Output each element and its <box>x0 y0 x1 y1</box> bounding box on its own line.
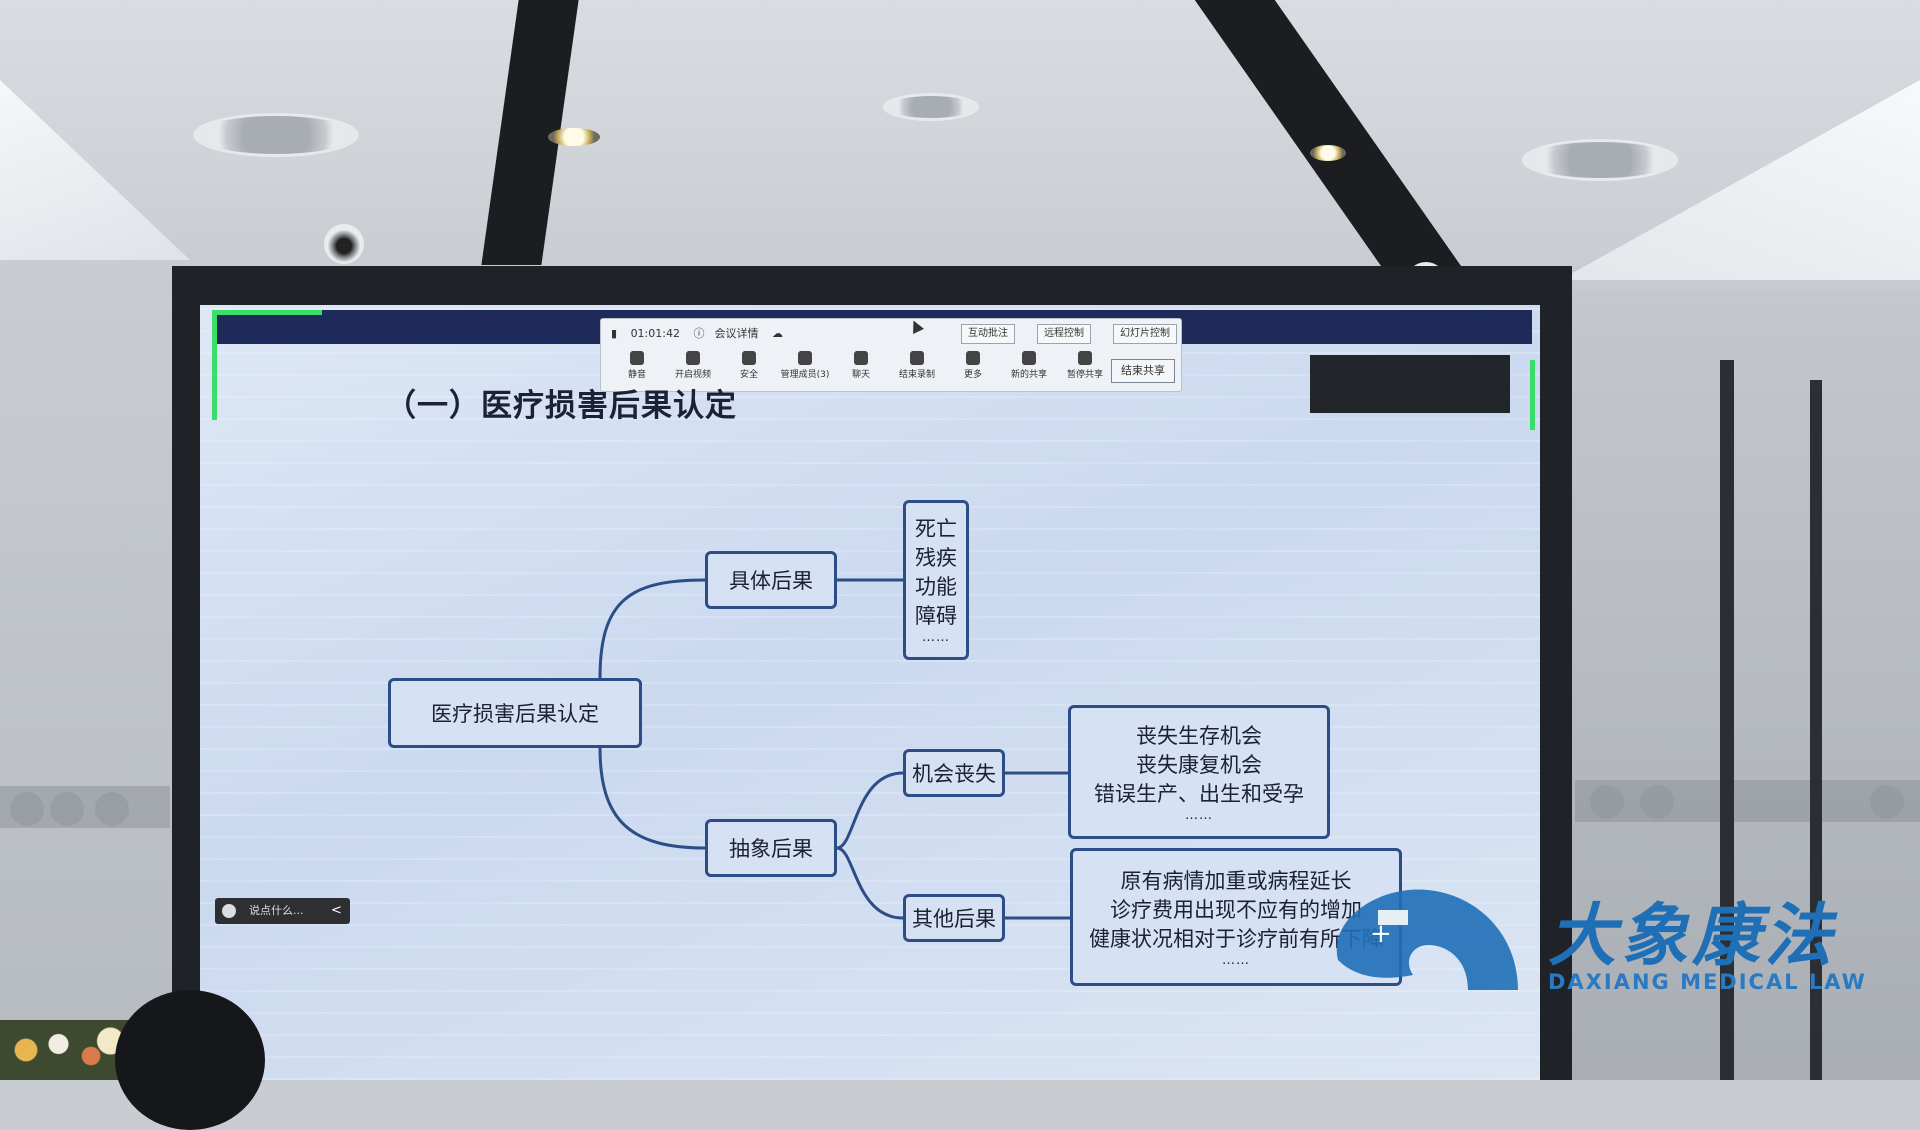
chat-button[interactable]: 聊天 <box>833 351 889 380</box>
abstract-consequence-node: 抽象后果 <box>705 819 837 877</box>
other-consequence-item: 健康状况相对于诊疗前有所下降 <box>1089 926 1383 951</box>
manage-members-button[interactable]: 管理成员(3) <box>777 351 833 380</box>
concrete-item: 残疾 <box>915 546 957 570</box>
door-frame <box>1720 360 1734 1080</box>
share-screen-icon <box>1022 351 1036 365</box>
slide-title: （一）医疗损害后果认定 <box>385 388 737 424</box>
camera-off-icon <box>686 351 700 365</box>
wall-emblem <box>95 792 129 826</box>
concrete-items-box: 死亡 残疾 功能 障碍 …… <box>903 500 969 660</box>
wall-emblem <box>10 792 44 826</box>
share-border-right <box>1530 360 1535 430</box>
wall-emblem <box>50 792 84 826</box>
mute-button[interactable]: 静音 <box>609 351 665 380</box>
watermark-chinese: 大象康法 <box>1548 897 1837 976</box>
record-icon <box>910 351 924 365</box>
wall-left <box>0 290 180 1080</box>
cloud-icon: ☁ <box>771 327 783 340</box>
downlight-left <box>548 128 600 146</box>
flower-arrangement <box>0 1020 130 1080</box>
wall-emblem <box>1640 785 1674 819</box>
remote-control-button[interactable]: 远程控制 <box>1037 324 1091 344</box>
elephant-logo-icon: + <box>1336 889 1518 990</box>
other-consequence-item: 诊疗费用出现不应有的增加 <box>1110 897 1362 922</box>
ceiling-speaker-center <box>886 96 976 118</box>
svg-text:+: + <box>1370 919 1392 949</box>
opportunity-loss-more: …… <box>1185 807 1213 823</box>
mindmap-root-node: 医疗损害后果认定 <box>388 678 642 748</box>
chat-icon <box>854 351 868 365</box>
signal-icon: ▮ <box>611 327 618 340</box>
audience-head <box>115 990 265 1130</box>
meeting-details-link[interactable]: 会议详情 <box>714 327 759 340</box>
pause-share-button[interactable]: 暂停共享 <box>1057 351 1113 380</box>
collapse-chat-button[interactable]: < <box>331 903 342 918</box>
annotate-button[interactable]: 互动批注 <box>961 324 1015 344</box>
chat-placeholder[interactable]: 说点什么... <box>249 904 304 917</box>
slide-control-button[interactable]: 幻灯片控制 <box>1113 324 1177 344</box>
opportunity-loss-item: 错误生产、出生和受孕 <box>1094 781 1304 806</box>
more-button[interactable]: 更多 <box>945 351 1001 380</box>
opportunity-loss-items-box: 丧失生存机会 丧失康复机会 错误生产、出生和受孕 …… <box>1068 705 1330 839</box>
microphone-icon <box>630 351 644 365</box>
meeting-timer: 01:01:42 <box>630 327 680 340</box>
shield-icon <box>742 351 756 365</box>
ceiling-speaker-left <box>196 116 356 154</box>
start-video-button[interactable]: 开启视频 <box>665 351 721 380</box>
meeting-status: ▮ 01:01:42 ⓘ 会议详情 ☁ <box>611 325 793 341</box>
info-icon: ⓘ <box>693 327 705 340</box>
concrete-consequence-node: 具体后果 <box>705 551 837 609</box>
smile-icon <box>222 904 236 918</box>
concrete-item: 功能 <box>915 575 957 599</box>
end-share-button[interactable]: 结束共享 <box>1111 359 1175 383</box>
concrete-more: …… <box>922 630 950 645</box>
other-consequence-item: 原有病情加重或病程延长 <box>1120 868 1352 893</box>
door-frame <box>1810 380 1822 1080</box>
meeting-toolbar: ▮ 01:01:42 ⓘ 会议详情 ☁ 互动批注 远程控制 幻灯片控制 静音 开启… <box>600 318 1182 392</box>
participant-video-thumbnail[interactable] <box>1310 355 1510 413</box>
opportunity-loss-node: 机会丧失 <box>903 749 1005 797</box>
downlight-right <box>1310 145 1346 161</box>
concrete-item: 障碍 <box>915 604 957 628</box>
other-consequence-more: …… <box>1222 952 1250 968</box>
share-border-top <box>212 310 322 315</box>
frosted-strip-right <box>1575 780 1920 822</box>
opportunity-loss-item: 丧失生存机会 <box>1136 723 1262 748</box>
wall-emblem <box>1590 785 1624 819</box>
watermark-english: DAXIANG MEDICAL LAW <box>1548 970 1867 994</box>
security-button[interactable]: 安全 <box>721 351 777 380</box>
opportunity-loss-item: 丧失康复机会 <box>1136 752 1262 777</box>
concrete-item: 死亡 <box>915 517 957 541</box>
share-border-left <box>212 310 217 420</box>
more-icon <box>966 351 980 365</box>
members-icon <box>798 351 812 365</box>
pause-icon <box>1078 351 1092 365</box>
other-consequence-node: 其他后果 <box>903 894 1005 942</box>
new-share-button[interactable]: 新的共享 <box>1001 351 1057 380</box>
wall-emblem <box>1870 785 1904 819</box>
security-camera-left <box>324 224 364 264</box>
stop-recording-button[interactable]: 结束录制 <box>889 351 945 380</box>
chat-input-bar[interactable]: 说点什么... < <box>215 898 350 924</box>
ceiling-speaker-right <box>1525 142 1675 178</box>
